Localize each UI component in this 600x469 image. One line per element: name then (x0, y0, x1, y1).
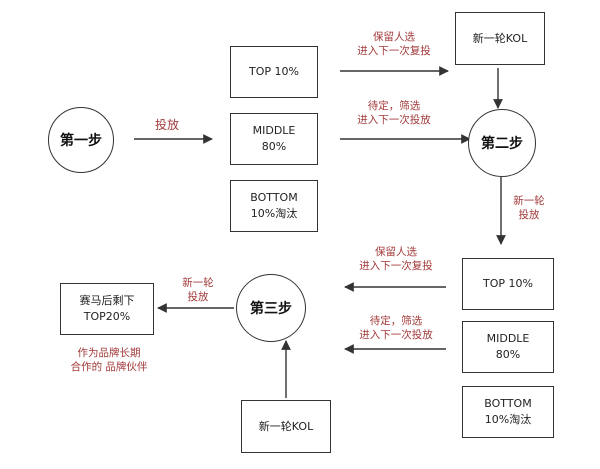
tier-middle-box: MIDDLE 80% (230, 113, 318, 165)
step1-circle: 第一步 (48, 107, 114, 173)
step3-circle: 第三步 (236, 274, 306, 342)
result-note: 作为品牌长期 合作的 品牌伙伴 (70, 347, 148, 373)
new-kol-box-2: 新一轮KOL (241, 400, 331, 453)
edge-label-new-round-3: 新一轮 投放 (182, 277, 214, 303)
new-kol-box: 新一轮KOL (455, 12, 545, 65)
tier-bottom-box: BOTTOM 10%淘汰 (230, 180, 318, 232)
edge-label-new-round-2: 新一轮 投放 (513, 195, 545, 221)
edge-label-invest: 投放 (154, 118, 179, 132)
tier2-middle-box: MIDDLE 80% (462, 321, 554, 373)
edge-label-keep-2: 保留人选 进入下一次复投 (359, 246, 433, 272)
tier-top-box: TOP 10% (230, 46, 318, 98)
tier2-top-box: TOP 10% (462, 258, 554, 310)
result-box: 赛马后剩下 TOP20% (60, 283, 154, 335)
edge-label-pending-2: 待定，筛选 进入下一次投放 (359, 315, 433, 341)
edge-label-pending: 待定，筛选 进入下一次投放 (357, 100, 431, 126)
step2-circle: 第二步 (468, 109, 536, 177)
tier2-bottom-box: BOTTOM 10%淘汰 (462, 386, 554, 438)
edge-label-keep: 保留人选 进入下一次复投 (357, 31, 431, 57)
